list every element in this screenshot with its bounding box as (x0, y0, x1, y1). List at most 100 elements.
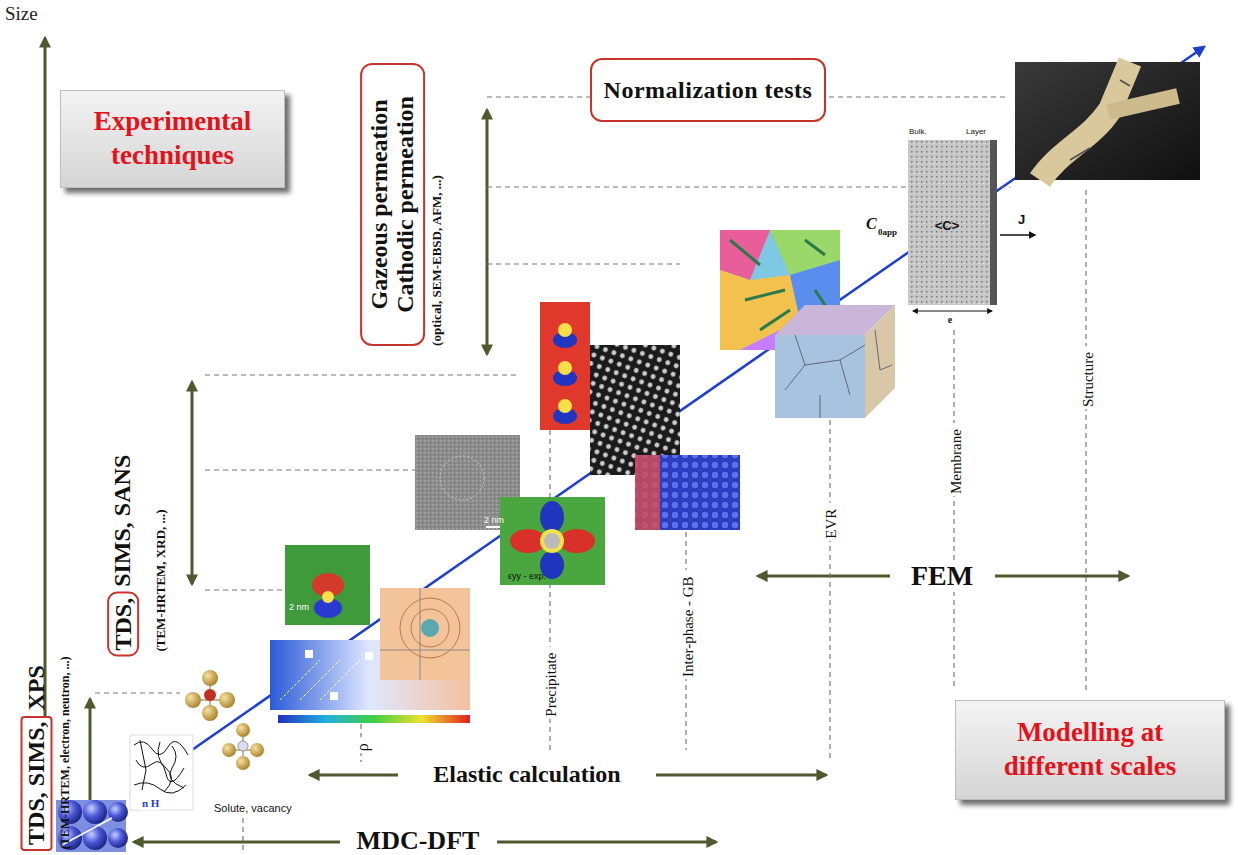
vacancy-atom-image (222, 723, 264, 770)
node-text: TDS, (110, 598, 136, 651)
guide-lines (205, 374, 520, 375)
polycrystal-cube-image (785, 330, 892, 418)
scale-label: Membrane (947, 424, 964, 497)
solute-atom-image (185, 692, 201, 708)
technique-name: XPS (23, 665, 51, 710)
technique-name: SIMS, SANS (109, 455, 137, 587)
membrane-image (1000, 234, 1035, 236)
test-box: Normalization tests (590, 58, 827, 122)
vacancy-atom-image (222, 743, 236, 757)
structure-photo (1108, 96, 1178, 112)
hydrogen-field-image (285, 545, 370, 625)
method-label: MDC-DFT (355, 826, 482, 855)
modelling-panel: Modelling at different scales (955, 700, 1225, 800)
scale-label: Inter-phase - GB (679, 571, 696, 680)
strain-map-image (559, 529, 595, 553)
guide-lines (242, 818, 243, 850)
contour-image (380, 588, 470, 680)
thickness-symbol: e (948, 314, 952, 326)
scale-label: Precipitate (543, 647, 560, 719)
polycrystal-cube-image (775, 305, 895, 418)
method-label: Elastic calculation (431, 761, 622, 789)
range-arrows (758, 575, 890, 578)
guide-lines (205, 589, 290, 590)
technique-box: TDS, (107, 592, 139, 657)
stress-field-image (278, 715, 470, 723)
guide-lines (487, 263, 680, 264)
hydrogen-field-image (322, 591, 334, 603)
solute-atom-image (204, 689, 216, 701)
dislocation-image (130, 735, 193, 810)
strain-map-image (540, 529, 564, 553)
node-text: Cathodic permeation (392, 73, 418, 336)
atom-cluster-image (83, 800, 107, 824)
range-arrows (995, 575, 1128, 578)
node-text: TDS, SIMS, (24, 722, 50, 845)
atom-cluster-image (83, 826, 107, 850)
contour-image (380, 588, 470, 680)
guide-lines (95, 692, 180, 693)
interface-atoms-image (635, 455, 660, 530)
technique-note: (TEM-HRTEM, electron, neutron, ...) (59, 656, 73, 849)
contour-image (411, 609, 449, 647)
range-arrows (497, 841, 716, 844)
guide-lines (205, 469, 415, 470)
image-label: Solute, vacancy (214, 802, 292, 815)
membrane-label: Bulk. (909, 127, 927, 136)
membrane-label: Layer (966, 127, 986, 136)
guide-lines (95, 97, 1086, 850)
contour-image (400, 598, 460, 658)
membrane-image (990, 140, 997, 305)
concentration-symbol: C (866, 215, 877, 233)
polycrystal-cube-image (865, 305, 895, 418)
stress-field-image (365, 652, 373, 660)
guide-lines (829, 420, 830, 760)
range-arrows (310, 774, 398, 777)
node-text: Normalization tests (604, 77, 813, 103)
vacancy-atom-image (238, 741, 248, 751)
solute-atom-image (202, 705, 218, 721)
strain-map-image (500, 497, 605, 585)
image-label: n H (140, 797, 161, 810)
strain-map-image (500, 497, 605, 585)
dislocation-image (130, 735, 193, 810)
scale-label: ρ (354, 737, 372, 753)
node-text: Modelling at different scales (966, 716, 1214, 784)
contour-image (421, 619, 439, 637)
contour-image (420, 588, 421, 680)
contour-image (380, 650, 470, 651)
range-arrows (134, 841, 340, 844)
dislocation-image (134, 740, 188, 793)
hydrogen-field-image (285, 545, 370, 625)
scale-line (130, 47, 1204, 793)
precipitate-field-image (558, 361, 572, 375)
technique-note: (TEM-HRTEM, XRD, ...) (154, 510, 169, 652)
technique-box: TDS, SIMS, (21, 716, 53, 851)
scale-label: EVR (823, 503, 840, 541)
flux-symbol: J (1018, 213, 1025, 228)
membrane-image (913, 310, 992, 311)
solute-atom-image (185, 670, 235, 721)
vacancy-atom-image (236, 756, 250, 770)
stress-field-image (305, 650, 313, 658)
solute-atom-image (202, 670, 218, 686)
atom-cluster-image (108, 828, 128, 848)
precipitate-field-image (540, 302, 590, 430)
guide-lines (953, 330, 954, 690)
range-arrows (656, 774, 826, 777)
scale-label: Structure (1079, 347, 1096, 410)
node-text: Gazeous permeation (366, 73, 392, 336)
technique-box: Gazeous permeationCathodic permeation (360, 63, 425, 346)
scale-bar-label: 2 nm (484, 515, 504, 525)
structure-photo (1015, 62, 1200, 180)
interface-atoms-image (635, 455, 740, 530)
axis-label: Size (5, 3, 38, 25)
concentration-symbol: <C> (935, 219, 960, 234)
range-arrows (486, 110, 489, 354)
stress-field-image (330, 692, 338, 700)
range-arrows (191, 382, 194, 584)
scale-line (130, 47, 1204, 793)
stress-field-image (280, 660, 360, 700)
scale-bar-label: 2 nm (289, 602, 309, 612)
